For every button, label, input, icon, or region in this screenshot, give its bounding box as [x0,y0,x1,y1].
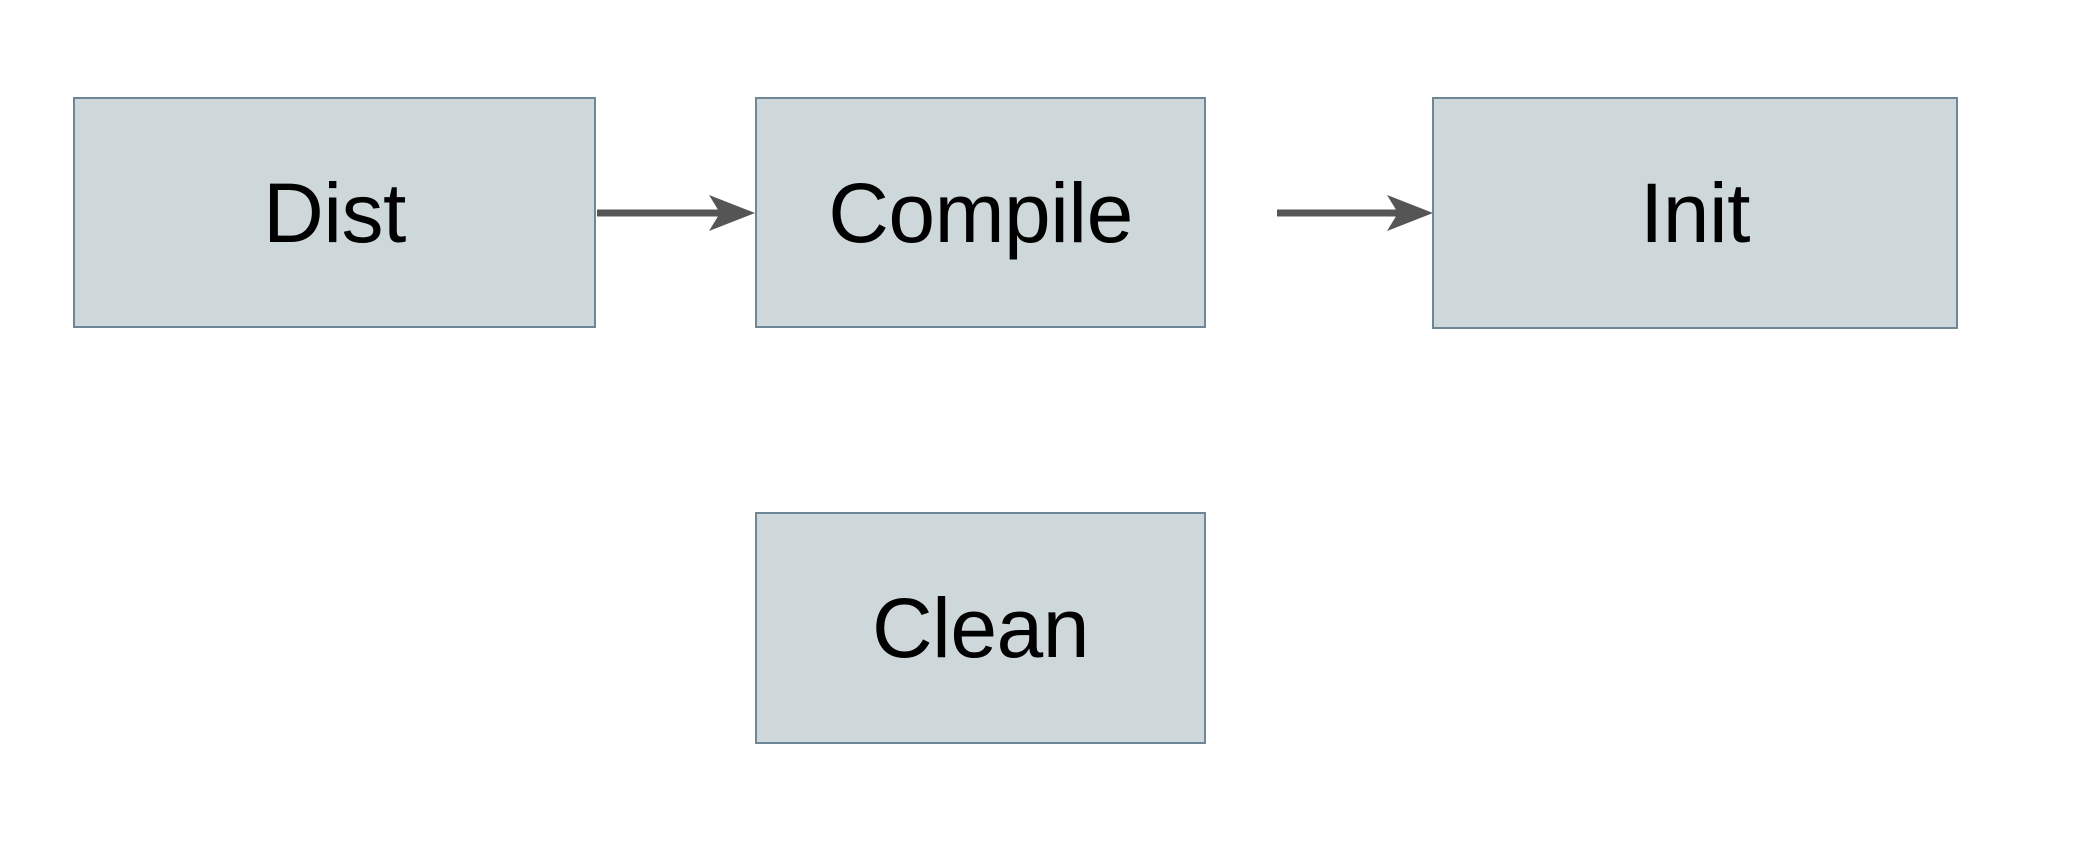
edge-compile-to-init[interactable] [1206,190,1436,236]
arrowhead-icon [1387,195,1433,231]
node-clean-label: Clean [872,581,1089,675]
node-compile-label: Compile [828,165,1133,260]
node-init[interactable]: Init [1432,97,1958,329]
arrowhead-icon [709,195,755,231]
node-compile[interactable]: Compile [755,97,1206,328]
node-clean[interactable]: Clean [755,512,1206,744]
node-dist-label: Dist [263,165,406,260]
node-dist[interactable]: Dist [73,97,596,328]
node-init-label: Init [1639,166,1751,260]
edge-dist-to-compile[interactable] [596,190,758,236]
